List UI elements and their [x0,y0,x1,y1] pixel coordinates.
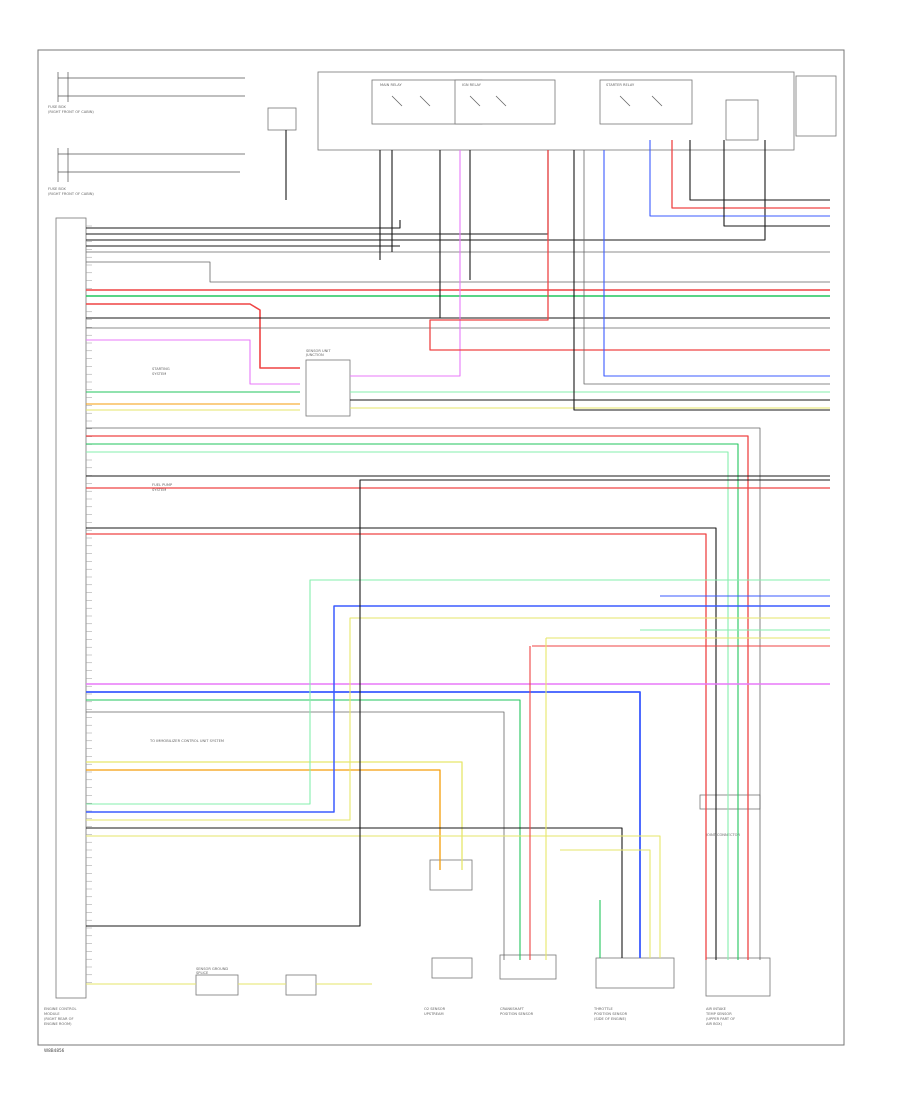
inline-conn-label-1: SENSOR UNIT [306,349,331,353]
ecm-label-2: MODULE [44,1012,60,1016]
throttle-label-1: THROTTLE [593,1007,614,1011]
wire-35 [86,605,830,813]
relay-starter [599,79,693,125]
fuse-top-left: FUSE BOX (RIGHT FRONT OF CABIN) [48,72,245,114]
wire-37 [86,827,623,958]
wire-1 [86,220,401,229]
fuel-pump-label-2: SYSTEM [152,488,166,492]
wire-49 [583,150,830,385]
throttle-label-3: (SIDE OF ENGINE) [594,1017,627,1021]
fuse-mid-left-label-2: (RIGHT FRONT OF CABIN) [48,192,94,196]
wire-9 [86,303,300,369]
wire-53 [689,140,830,201]
joint-connector-label: JOINT CONNECTOR [705,833,740,837]
right-stack-label-2: TEMP SENSOR [705,1012,732,1016]
top-right-component [795,75,837,137]
fuse-mid-left-label-1: FUSE BOX [48,187,66,191]
wire-39 [86,479,830,927]
fuse-top-left-label-1: FUSE BOX [48,105,66,109]
right-stack-label-4: AIR BOX) [706,1022,723,1026]
ecm-strip [55,217,87,999]
wires-layer [86,130,830,985]
throttle-block [595,957,675,989]
diagram-frame [37,49,845,1046]
ign-relay-label: IGN RELAY [462,83,482,87]
ecm-label-1: ENGINE CONTROL [44,1007,76,1011]
ecm-label-3: (RIGHT REAR OF [44,1017,74,1021]
o2-upstream-label-1: O2 SENSOR [424,1007,446,1011]
lower-left-label-2: SPLICE [196,971,209,975]
starter-relay-label: STARTER RELAY [606,83,635,87]
ecm-pin-labels [86,225,92,983]
footer-code: W8B4856 [44,1048,65,1053]
wire-27 [86,533,707,960]
wire-31 [86,711,505,960]
inline-conn-label-2: JUNCTION [305,353,324,357]
inline-connector [305,359,351,417]
wire-34 [86,579,830,805]
wire-50 [603,150,830,377]
wire-22 [86,443,739,960]
joint-connector-block [699,794,761,810]
right-stack-block [705,957,771,997]
wire-48 [573,150,830,411]
wire-20 [86,427,761,960]
relay-side [725,99,759,141]
lower-left-splice [195,974,239,996]
wire-38 [86,835,661,958]
right-stack-label-3: (UPPER PART OF [706,1017,735,1021]
crank-sensor-label-1: CRANKSHAFT [500,1007,525,1011]
wire-2 [86,150,549,235]
wire-16 [350,150,461,377]
wire-32 [86,761,463,870]
lower-left-label-1: SENSOR GROUND [196,967,228,971]
o2-upstream-label-2: UPSTREAM [424,1012,444,1016]
wire-33 [86,769,441,870]
wire-23 [86,451,729,960]
crank-sensor-label-2: POSITION SENSOR [500,1012,534,1016]
relay-small-left [267,107,297,131]
starter-sys-label-1: STARTING [152,367,170,371]
wire-51 [649,140,830,217]
wire-3 [86,140,766,241]
wire-21 [86,435,749,960]
wire-6 [86,261,830,283]
fuse-top-left-label-2: (RIGHT FRONT OF CABIN) [48,110,94,114]
fuse-mid-left: FUSE BOX (RIGHT FRONT OF CABIN) [48,148,245,196]
wire-30 [86,699,521,960]
fuel-pump-label-1: FUEL PUMP [152,483,173,487]
throttle-label-2: POSITION SENSOR [594,1012,628,1016]
relay-ign [454,79,556,125]
wire-54 [723,140,830,227]
wire-62 [560,849,651,958]
crank-sensor-block [499,954,557,980]
right-stack-label-1: AIR INTAKE [706,1007,727,1011]
wire-12 [86,339,300,385]
immobilizer-label: TO IMMOBILIZER CONTROL UNIT SYSTEM [149,739,224,743]
wire-26 [86,527,717,960]
lower-mid-splice [285,974,317,996]
wire-47 [429,150,830,351]
main-relay-label: MAIN RELAY [380,83,402,87]
wire-36 [86,617,830,821]
ecm-label-4: ENGINE ROOM) [44,1022,72,1026]
wire-29 [86,691,641,958]
o2-downstream-block [431,957,473,979]
relay-switches [391,95,663,107]
wire-52 [671,140,830,209]
o2-upstream-block [429,859,473,891]
starter-sys-label-2: SYSTEM [152,372,166,376]
